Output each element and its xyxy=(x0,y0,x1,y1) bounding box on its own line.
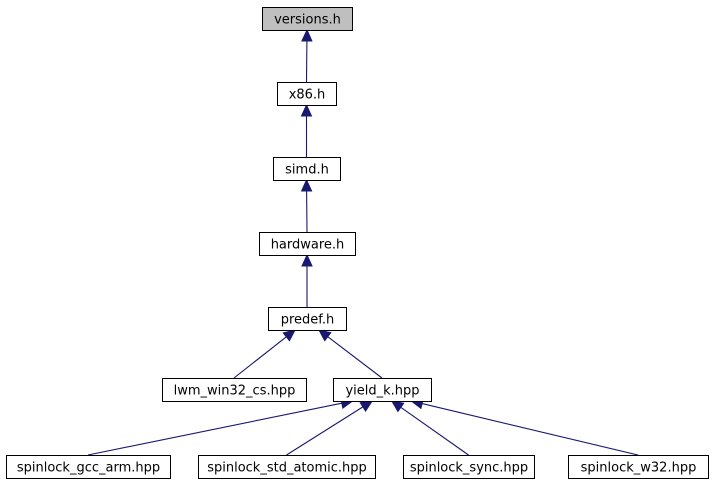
node-box xyxy=(273,157,341,181)
edge-predef-to-hardware xyxy=(301,253,313,307)
edge-hardware-to-simd xyxy=(300,178,313,233)
node-box xyxy=(262,7,353,31)
edge-std_atomic-to-yield xyxy=(286,400,374,456)
edge-lwm-to-predef xyxy=(233,329,296,379)
edge-line xyxy=(233,336,287,379)
node-gcc_arm[interactable]: spinlock_gcc_arm.hpp xyxy=(6,455,171,479)
node-yield[interactable]: yield_k.hpp xyxy=(333,378,432,402)
edge-line xyxy=(286,406,364,456)
node-sync[interactable]: spinlock_sync.hpp xyxy=(403,455,535,479)
node-label: hardware.h xyxy=(271,238,345,253)
node-box xyxy=(403,455,535,479)
node-box xyxy=(259,232,356,256)
edge-line xyxy=(327,336,383,379)
node-hardware[interactable]: hardware.h xyxy=(259,232,356,256)
node-label: simd.h xyxy=(285,163,329,178)
edge-yield-to-predef xyxy=(318,329,383,379)
edge-line xyxy=(421,403,639,456)
node-label: lwm_win32_cs.hpp xyxy=(174,384,296,399)
arrowhead xyxy=(359,400,374,413)
arrowhead xyxy=(300,178,313,192)
node-simd[interactable]: simd.h xyxy=(273,157,341,181)
node-label: x86.h xyxy=(289,88,326,103)
node-label: spinlock_gcc_arm.hpp xyxy=(17,461,160,476)
arrowhead xyxy=(301,28,313,42)
node-x86[interactable]: x86.h xyxy=(277,82,337,106)
node-box xyxy=(568,455,709,479)
node-predef[interactable]: predef.h xyxy=(268,307,347,331)
node-lwm[interactable]: lwm_win32_cs.hpp xyxy=(162,378,307,402)
edge-gcc_arm-to-yield xyxy=(87,397,354,456)
edge-sync-to-yield xyxy=(390,400,469,456)
nodes-layer: versions.h x86.h simd.h hardware.h predef.h l… xyxy=(6,7,709,479)
node-versions[interactable]: versions.h xyxy=(262,7,353,31)
node-box xyxy=(162,378,307,402)
node-box xyxy=(198,455,376,479)
arrowhead xyxy=(390,400,405,413)
node-box xyxy=(268,307,347,331)
node-label: spinlock_sync.hpp xyxy=(410,461,528,476)
node-label: predef.h xyxy=(281,313,335,328)
arrowhead xyxy=(318,329,332,342)
edge-w32-to-yield xyxy=(410,398,639,456)
node-w32[interactable]: spinlock_w32.hpp xyxy=(568,455,709,479)
arrowhead xyxy=(301,253,313,267)
node-box xyxy=(333,378,432,402)
node-label: spinlock_w32.hpp xyxy=(581,461,697,476)
node-std_atomic[interactable]: spinlock_std_atomic.hpp xyxy=(198,455,376,479)
arrowhead xyxy=(282,329,296,342)
node-label: spinlock_std_atomic.hpp xyxy=(207,461,367,476)
edge-line xyxy=(400,406,469,456)
arrowhead xyxy=(300,103,313,117)
node-box xyxy=(277,82,337,106)
node-box xyxy=(6,455,171,479)
edge-line xyxy=(87,402,342,456)
edge-x86-to-versions xyxy=(301,28,313,83)
node-label: versions.h xyxy=(274,13,341,28)
edge-simd-to-x86 xyxy=(300,103,313,157)
node-label: yield_k.hpp xyxy=(345,384,419,399)
